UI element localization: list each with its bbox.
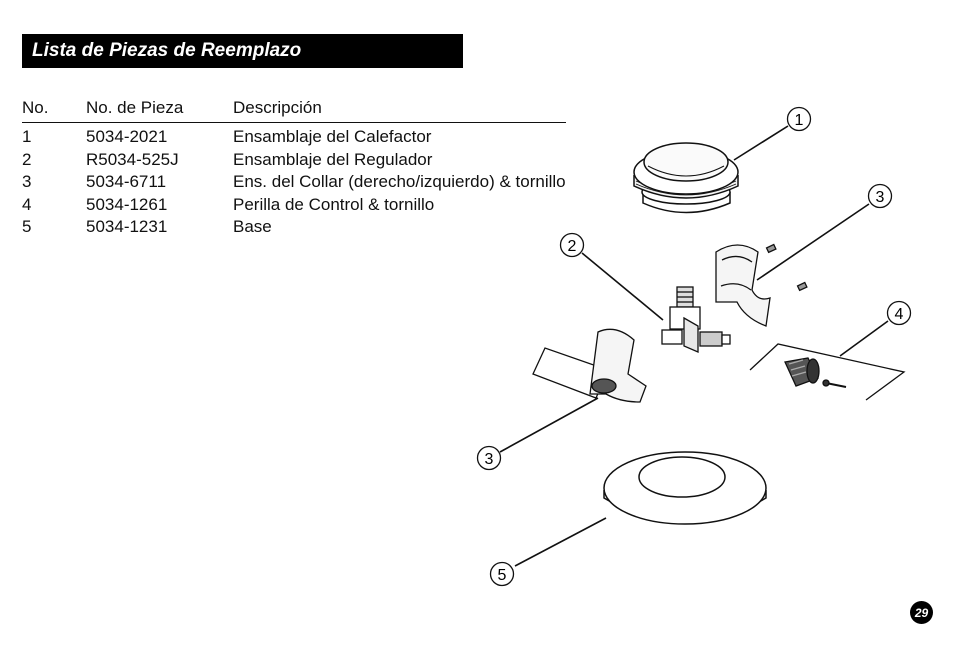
callout-4: 4	[886, 300, 912, 326]
row-description: Ensamblaje del Regulador	[233, 149, 433, 169]
row-description: Ens. del Collar (derecho/izquierdo) & to…	[233, 172, 566, 191]
row-description: Base	[233, 217, 272, 236]
row-part-number: 5034-1231	[86, 217, 168, 236]
regulator-assembly-illustration	[661, 286, 731, 353]
section-title-bar: Lista de Piezas de Reemplazo	[22, 34, 463, 68]
base-illustration	[603, 451, 767, 525]
table-row: 4 5034-1261 Perilla de Control & tornill…	[22, 194, 566, 217]
svg-text:1: 1	[795, 112, 804, 129]
row-part-number: R5034-525J	[86, 149, 179, 169]
row-number: 4	[22, 194, 32, 214]
leader-lines	[499, 125, 889, 567]
callout-2: 2	[559, 232, 585, 258]
column-header-part-number: No. de Pieza	[86, 98, 233, 123]
svg-text:2: 2	[568, 238, 577, 255]
callout-5: 5	[489, 561, 515, 587]
svg-text:3: 3	[485, 451, 494, 468]
parts-table: No. No. de Pieza Descripción 1 5034-2021…	[22, 98, 566, 239]
table-row: 5 5034-1231 Base	[22, 216, 566, 239]
table-row: 2 R5034-525J Ensamblaje del Regulador	[22, 149, 566, 172]
row-part-number: 5034-1261	[86, 194, 168, 214]
collar-assembly-illustration	[532, 243, 808, 403]
row-description: Ensamblaje del Calefactor	[233, 127, 432, 146]
row-part-number: 5034-6711	[86, 172, 167, 191]
row-part-number: 5034-2021	[86, 127, 168, 146]
column-header-number: No.	[22, 98, 86, 123]
section-title: Lista de Piezas de Reemplazo	[32, 40, 302, 61]
column-header-description: Descripción	[233, 98, 566, 123]
svg-text:3: 3	[876, 189, 885, 206]
parts-table-header: No. No. de Pieza Descripción	[22, 98, 566, 123]
page-number-badge: 29	[910, 601, 933, 624]
svg-text:5: 5	[498, 567, 507, 584]
table-row: 3 5034-6711 Ens. del Collar (derecho/izq…	[22, 171, 566, 194]
row-number: 5	[22, 217, 32, 236]
callout-3-right: 3	[867, 183, 893, 209]
heater-assembly-illustration	[633, 142, 739, 214]
row-number: 1	[22, 127, 32, 146]
callout-1: 1	[786, 106, 812, 132]
row-description: Perilla de Control & tornillo	[233, 194, 435, 214]
control-knob-illustration	[749, 343, 906, 401]
svg-text:4: 4	[895, 306, 904, 323]
page-number: 29	[914, 605, 929, 620]
row-number: 3	[22, 172, 32, 191]
row-number: 2	[22, 149, 32, 169]
callout-3-left: 3	[476, 445, 502, 471]
table-row: 1 5034-2021 Ensamblaje del Calefactor	[22, 123, 566, 149]
